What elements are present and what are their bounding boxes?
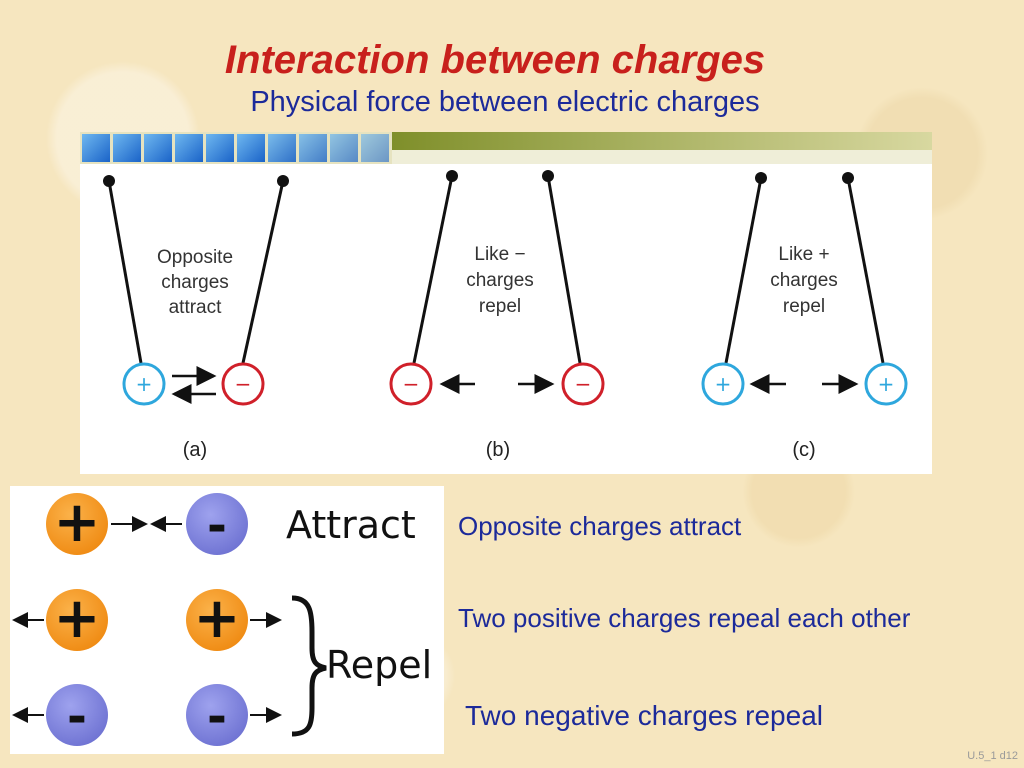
label-c-line1: Like +: [778, 244, 829, 265]
negative-charge-row1-right: [186, 493, 248, 555]
sign-a-left: +: [136, 372, 153, 396]
sign-row2-right: +: [194, 586, 241, 651]
negative-charge-row3-right: [186, 684, 248, 746]
label-a-line3: attract: [169, 297, 223, 318]
label-b-line3: repel: [479, 296, 521, 317]
pendulum-charges-figure: .lbl { font-family:"Liberation Sans", sa…: [80, 164, 932, 474]
positive-charge-row1-left: [46, 493, 108, 555]
negative-charge-ball-b-right: [561, 362, 605, 406]
slide-subtitle: Physical force between electric charges: [250, 86, 760, 118]
positive-charge-ball-c-right: [864, 362, 908, 406]
positive-charge-ball-a: [122, 362, 166, 406]
sign-row3-right: -: [207, 689, 227, 745]
label-a-line1: Opposite: [157, 247, 233, 268]
negative-charge-row3-left: [46, 684, 108, 746]
positive-charge-row2-left: [46, 589, 108, 651]
label-b-line2: charges: [466, 270, 534, 291]
attract-label: Attract: [286, 503, 416, 547]
caption-b: (b): [486, 439, 510, 461]
label-c-line3: repel: [783, 296, 825, 317]
sign-b-right: −: [575, 372, 592, 396]
sign-a-right: −: [235, 372, 252, 396]
repel-label: Repel: [326, 643, 432, 687]
charge-interaction-summary: .bsg { font-family:"DejaVu Sans", sans-s…: [10, 486, 444, 754]
sign-row1-left: +: [54, 490, 101, 555]
label-c-line2: charges: [770, 270, 838, 291]
panel-c: + + Like + charges repel (c): [701, 172, 908, 461]
decorative-header-bar: [80, 132, 932, 164]
slide-footer: U.5_1 d12: [967, 750, 1018, 762]
panel-b: − − Like − charges repel (b): [389, 170, 605, 461]
description-negative-repel: Two negative charges repeal: [465, 700, 823, 731]
sign-b-left: −: [403, 372, 420, 396]
sign-row3-left: -: [67, 689, 87, 745]
label-a-line2: charges: [161, 272, 229, 293]
slide-title: Interaction between charges: [224, 38, 766, 82]
positive-charge-row2-right: [186, 589, 248, 651]
description-positive-repel: Two positive charges repeal each other: [458, 603, 911, 633]
description-attract: Opposite charges attract: [458, 511, 742, 541]
brace-icon: [291, 595, 327, 737]
negative-charge-ball-b-left: [389, 362, 433, 406]
sign-row1-right: -: [207, 498, 227, 554]
label-b-line1: Like −: [474, 244, 525, 265]
sign-c-right: +: [878, 372, 895, 396]
caption-c: (c): [792, 439, 815, 461]
negative-charge-ball-a: [221, 362, 265, 406]
sign-row2-left: +: [54, 586, 101, 651]
caption-a: (a): [183, 439, 207, 461]
sign-c-left: +: [715, 372, 732, 396]
panel-a: + − Opposite charges attract (a): [103, 175, 289, 461]
blue-squares: [82, 134, 389, 162]
positive-charge-ball-c-left: [701, 362, 745, 406]
